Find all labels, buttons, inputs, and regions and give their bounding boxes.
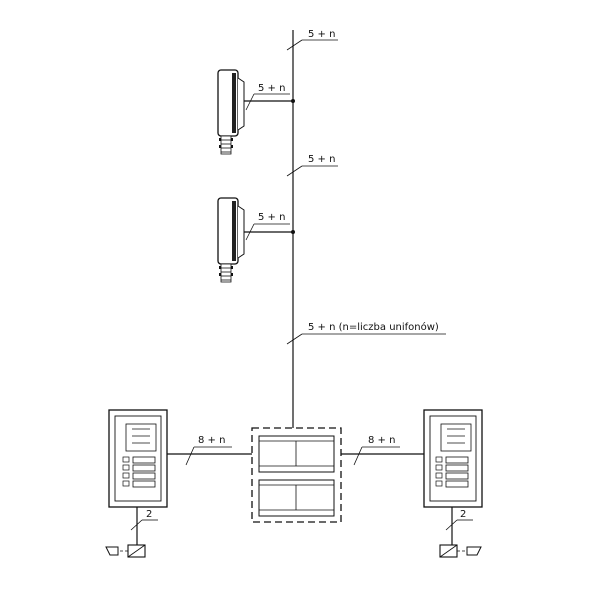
power-supply-unit <box>251 427 342 523</box>
door-panel-left <box>108 409 168 508</box>
handset-label-text-1: 5 + n <box>258 83 285 94</box>
right-lock-label: 2 <box>445 509 473 531</box>
right-panel-label: 8 + n <box>353 435 400 466</box>
lock-label-text-2: 2 <box>460 509 466 520</box>
handset-1-label: 5 + n <box>245 83 290 111</box>
riser-label-text-1: 5 + n <box>308 29 335 40</box>
handset-label-text-2: 5 + n <box>258 212 285 223</box>
electric-lock-right <box>439 544 482 558</box>
riser-label-text-2: 5 + n <box>308 154 335 165</box>
riser-label-bottom: 5 + n (n=liczba unifonów) <box>286 321 446 345</box>
riser-label-middle: 5 + n <box>286 154 338 177</box>
riser-label-text-3: 5 + n (n=liczba unifonów) <box>308 321 439 333</box>
junction-dot-2 <box>291 230 295 234</box>
handset-1 <box>217 69 245 155</box>
door-panel-right <box>423 409 483 508</box>
panel-label-text-1: 8 + n <box>198 435 225 446</box>
handset-2-label: 5 + n <box>245 212 290 241</box>
handset-2 <box>217 197 245 283</box>
left-panel-label: 8 + n <box>185 435 232 466</box>
panel-label-text-2: 8 + n <box>368 435 395 446</box>
lock-label-text-1: 2 <box>146 509 152 520</box>
left-lock-label: 2 <box>130 509 158 531</box>
electric-lock-left <box>105 544 146 558</box>
riser-label-top: 5 + n <box>286 29 338 51</box>
junction-dot-1 <box>291 99 295 103</box>
